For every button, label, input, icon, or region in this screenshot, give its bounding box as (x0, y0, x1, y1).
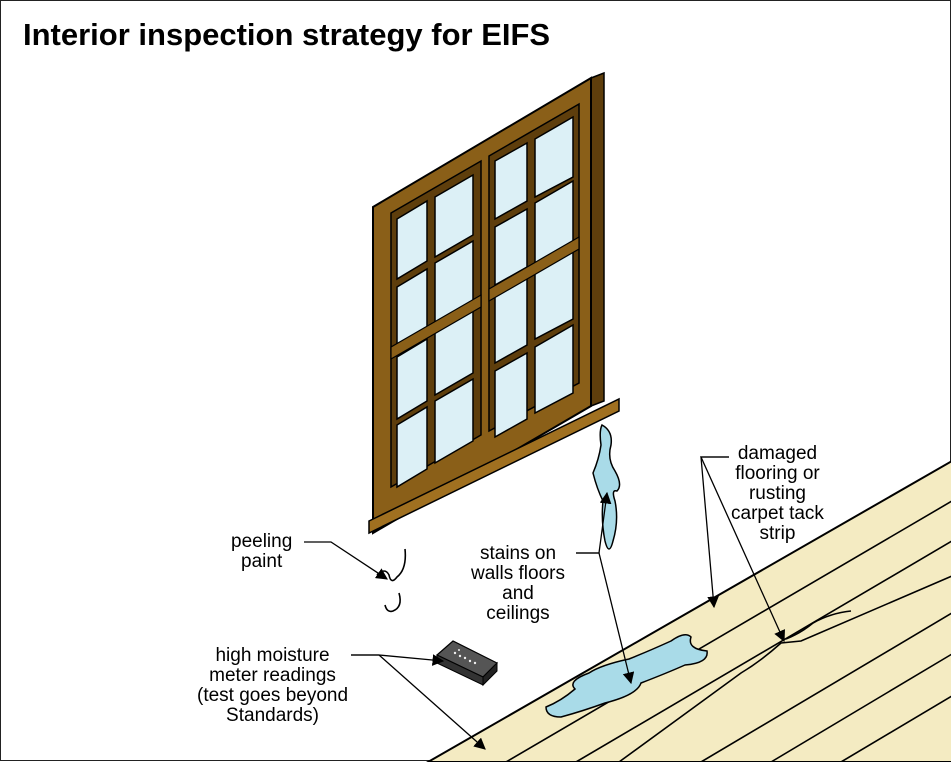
leader-stains-puddle (576, 552, 635, 685)
leader-lines (304, 456, 786, 750)
moisture-meter-device (435, 640, 499, 687)
window-frame-side (590, 71, 605, 408)
label-damaged-flooring: damaged flooring or rusting carpet tack … (731, 443, 824, 544)
left-sash-panes (396, 173, 474, 489)
leader-peeling-paint (304, 541, 388, 580)
label-moisture-meter: high moisture meter readings (test goes … (197, 645, 349, 726)
water-drip (592, 423, 621, 550)
floor-surface (425, 460, 951, 762)
label-stains: stains on walls floors and ceilings (471, 543, 565, 624)
floor (425, 460, 951, 762)
leader-meter-2 (351, 654, 486, 750)
diagram-title: Interior inspection strategy for EIFS (23, 17, 551, 52)
label-peeling-paint: peeling paint (231, 531, 293, 572)
leader-meter-1 (351, 654, 445, 666)
floor-board-lines (505, 500, 951, 762)
leader-flooring-1 (700, 456, 729, 609)
leader-flooring-2 (699, 456, 786, 643)
window-sill (368, 397, 620, 535)
warped-board (785, 610, 852, 640)
right-sash-panes (494, 115, 574, 439)
window (368, 71, 620, 535)
peeling-paint-curls (376, 548, 407, 613)
